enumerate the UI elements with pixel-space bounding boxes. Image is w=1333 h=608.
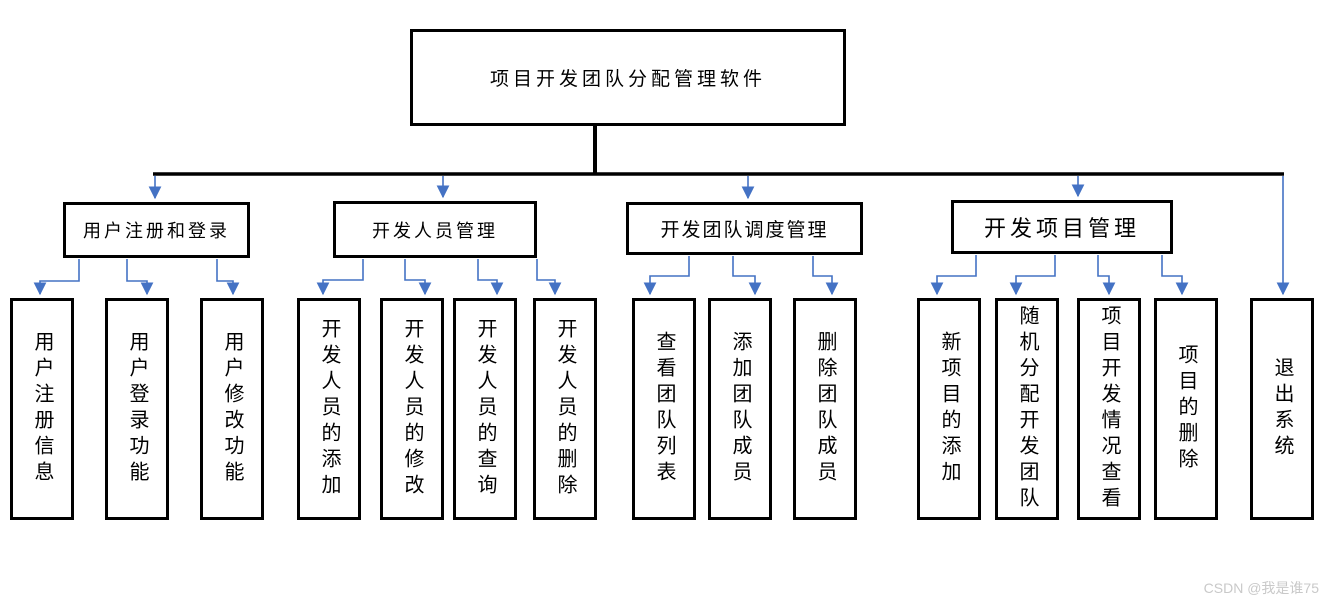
connector-b2-c3 xyxy=(477,259,504,296)
node-developer-delete: 开发人员的删除 xyxy=(533,298,597,520)
node-label: 项目的删除 xyxy=(1175,344,1197,474)
node-user-login-function: 用户登录功能 xyxy=(105,298,169,520)
node-user-register-login: 用户注册和登录 xyxy=(63,202,250,258)
connector-b3-c1 xyxy=(643,256,690,296)
node-user-modify-function: 用户修改功能 xyxy=(200,298,264,520)
node-label: 开发人员的添加 xyxy=(318,318,340,500)
connector-b1-c3 xyxy=(216,259,240,296)
node-team-scheduling-management: 开发团队调度管理 xyxy=(626,202,863,255)
node-view-team-list: 查看团队列表 xyxy=(632,298,696,520)
node-project-delete: 项目的删除 xyxy=(1154,298,1218,520)
connector-b2-c4 xyxy=(536,259,562,296)
node-label: 用户注册和登录 xyxy=(83,221,230,241)
node-label: 删除团队成员 xyxy=(814,331,836,487)
node-label: 查看团队列表 xyxy=(653,331,675,487)
watermark: CSDN @我是谁75 xyxy=(1203,580,1319,596)
node-root-label: 项目开发团队分配管理软件 xyxy=(489,69,766,90)
node-developer-add: 开发人员的添加 xyxy=(297,298,361,520)
connector-b4-c1 xyxy=(930,255,977,296)
node-user-register-info: 用户注册信息 xyxy=(10,298,74,520)
connector-b1-c2 xyxy=(126,259,154,296)
node-label: 退出系统 xyxy=(1271,357,1293,461)
node-label: 开发人员的查询 xyxy=(474,318,496,500)
connector-b1-c1 xyxy=(33,259,80,296)
node-add-team-member: 添加团队成员 xyxy=(708,298,772,520)
node-label: 项目开发情况查看 xyxy=(1098,305,1120,513)
node-label: 添加团队成员 xyxy=(729,331,751,487)
connector-b4-c4 xyxy=(1161,255,1189,296)
node-random-assign-team: 随机分配开发团队 xyxy=(995,298,1059,520)
connector-b2-c2 xyxy=(404,259,432,296)
connector-b3-c3 xyxy=(812,256,839,296)
connector-b2-c1 xyxy=(316,259,364,296)
node-exit-system: 退出系统 xyxy=(1250,298,1314,520)
node-label: 开发人员的修改 xyxy=(401,318,423,500)
node-label: 开发项目管理 xyxy=(983,216,1140,241)
node-developer-modify: 开发人员的修改 xyxy=(380,298,444,520)
node-root: 项目开发团队分配管理软件 xyxy=(410,29,846,126)
connector-b4-c3 xyxy=(1097,255,1116,296)
connector-b4-c2 xyxy=(1009,255,1056,296)
node-delete-team-member: 删除团队成员 xyxy=(793,298,857,520)
node-new-project-add: 新项目的添加 xyxy=(917,298,981,520)
node-developer-management: 开发人员管理 xyxy=(333,201,537,258)
node-label: 新项目的添加 xyxy=(938,331,960,487)
node-label: 开发人员管理 xyxy=(372,220,498,241)
node-label: 用户注册信息 xyxy=(31,331,53,487)
node-label: 开发人员的删除 xyxy=(554,318,576,500)
node-project-progress-view: 项目开发情况查看 xyxy=(1077,298,1141,520)
node-developer-query: 开发人员的查询 xyxy=(453,298,517,520)
node-project-management: 开发项目管理 xyxy=(951,200,1173,254)
connector-b3-c2 xyxy=(732,256,762,296)
node-label: 用户登录功能 xyxy=(126,331,148,487)
node-label: 随机分配开发团队 xyxy=(1016,305,1038,513)
node-label: 开发团队调度管理 xyxy=(660,220,829,241)
node-label: 用户修改功能 xyxy=(221,331,243,487)
